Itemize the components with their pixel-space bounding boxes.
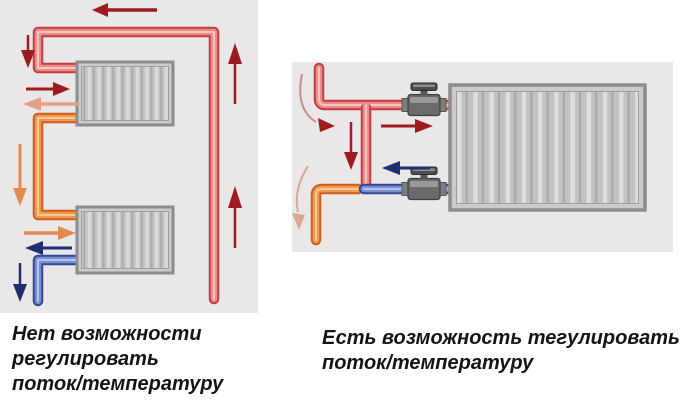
return-pipe-elbow — [310, 183, 364, 246]
supply-valve — [401, 82, 447, 117]
flow-arrow-curved-out-icon — [292, 165, 309, 230]
flow-arrow-into-valve-icon — [381, 119, 433, 133]
flow-arrow-down-hot-icon — [21, 35, 35, 68]
supply-pipe-hot — [32, 26, 220, 305]
return-pipe-cold — [32, 254, 86, 307]
radiator — [448, 83, 647, 212]
flow-arrow-riser-up-1-icon — [228, 43, 242, 104]
caption-no-regulation: Нет возможности регулировать поток/темпе… — [12, 323, 224, 395]
interconnect-pipe-warm — [32, 112, 86, 221]
flow-arrow-out-radiator-icon — [382, 161, 430, 175]
single-pipe-system-photo — [0, 0, 258, 313]
flow-arrow-out-radiator2-icon — [25, 241, 72, 255]
return-valve — [401, 166, 447, 201]
flow-arrow-riser-up-2-icon — [228, 186, 242, 248]
flow-arrow-into-radiator1-icon — [26, 82, 70, 96]
supply-pipe-hot — [313, 62, 458, 111]
flow-arrow-down-warm-icon — [13, 144, 27, 206]
flow-arrow-bypass-down-icon — [344, 122, 358, 170]
flow-arrow-top-left-icon — [92, 3, 157, 17]
single-pipe-system-diagram — [13, 3, 242, 307]
radiator-top — [75, 60, 175, 127]
radiator-bottom — [75, 205, 175, 275]
valve-system-photo — [292, 62, 673, 252]
flow-arrow-into-radiator2-icon — [24, 226, 76, 240]
valve-system-diagram — [292, 62, 647, 246]
flow-arrow-out-radiator1-icon — [23, 97, 78, 111]
flow-arrow-down-cold-icon — [13, 263, 27, 302]
caption-with-regulation: Есть возможность тегулировать поток/темп… — [322, 327, 680, 374]
flow-arrow-curved-in-icon — [299, 73, 335, 132]
